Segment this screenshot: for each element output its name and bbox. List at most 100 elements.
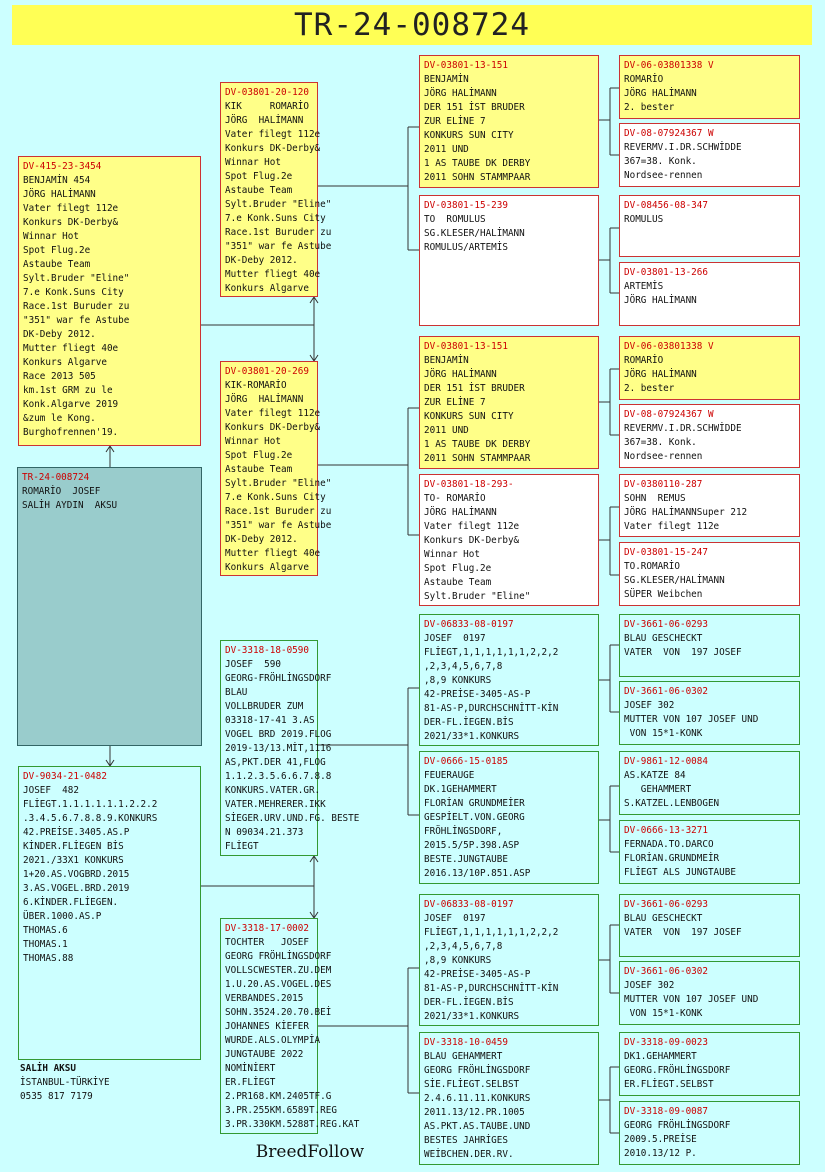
card-line: JÖRG HALİMANN bbox=[624, 369, 697, 380]
card-line: 3.PR.255KM.6589T.REG bbox=[225, 1105, 337, 1116]
card-line: ,2,3,4,5,6,7,8 bbox=[424, 661, 503, 672]
card-line: 1 AS TAUBE DK DERBY bbox=[424, 158, 531, 169]
card-line: Spot Flug.2e bbox=[225, 171, 293, 182]
card-line: 42-PREİSE-3405-AS-P bbox=[424, 969, 531, 980]
card-line: ,8,9 KONKURS bbox=[424, 675, 492, 686]
card-line: BLAU GEHAMMERT bbox=[424, 1051, 503, 1062]
card-line: VATER.MEHRERER.IKK bbox=[225, 799, 326, 810]
owner-name: SALİH AKSU bbox=[20, 1063, 76, 1074]
card-line: 2021./33X1 KONKURS bbox=[23, 855, 124, 866]
ring-id: DV-3318-09-0023 bbox=[624, 1037, 708, 1048]
card-line: KONKURS.VATER.GR. bbox=[225, 785, 321, 796]
card-line: Spot Flug.2e bbox=[424, 563, 492, 574]
card-line: JOSEF 482 bbox=[23, 785, 79, 796]
card-line: VERBANDES.2015 bbox=[225, 993, 304, 1004]
card-line: Vater filegt 112e bbox=[225, 129, 321, 140]
card-line: Mutter fliegt 40e bbox=[23, 343, 119, 354]
card-line: ER.FLİEGT.SELBST bbox=[624, 1079, 714, 1090]
card-line: FLİEGT,1,1,1,1,1,1,2,2,2 bbox=[424, 927, 559, 938]
card-line: 7.e Konk.Suns City bbox=[23, 287, 124, 298]
card-line: N 09034.21.373 bbox=[225, 827, 304, 838]
card-line: Astaube Team bbox=[225, 464, 293, 475]
card-line: THOMAS.1 bbox=[23, 939, 68, 950]
ring-id: DV-3318-10-0459 bbox=[424, 1037, 508, 1048]
card-line: JOHANNES KİEFER bbox=[225, 1021, 309, 1032]
ring-id: DV-08456-08-347 bbox=[624, 200, 708, 211]
card-line: Winnar Hot bbox=[23, 231, 79, 242]
card-line: Konk.Algarve 2019 bbox=[23, 399, 119, 410]
card-line: Konkurs DK-Derby& bbox=[225, 143, 321, 154]
subject-card[interactable]: TR-24-008724 ROMARİO JOSEF SALİH AYDIN A… bbox=[17, 467, 202, 746]
card-line: Astaube Team bbox=[225, 185, 293, 196]
card-line: Konkurs Algarve bbox=[23, 357, 107, 368]
card-line: Nordsee-rennen bbox=[624, 451, 703, 462]
footer-brand: BreedFollow bbox=[255, 1142, 365, 1162]
card-line: Race.1st Buruder zu bbox=[225, 506, 332, 517]
card-line: BENJAMİN bbox=[424, 74, 469, 85]
card-line: Winnar Hot bbox=[424, 549, 480, 560]
pedigree-title: TR-24-008724 bbox=[12, 5, 812, 45]
card-line: Sylt.Bruder "Eline" bbox=[225, 478, 332, 489]
card-line: VOLLBRUDER ZUM bbox=[225, 701, 304, 712]
card-line: DK-Deby 2012. bbox=[23, 329, 96, 340]
card-line: Mutter fliegt 40e bbox=[225, 548, 321, 559]
card-line: REVERMV.I.DR.SCHWİDDE bbox=[624, 142, 742, 153]
card-line: ROMULUS bbox=[624, 214, 664, 225]
card-line: Astaube Team bbox=[23, 259, 91, 270]
subject-line: ROMARİO JOSEF bbox=[22, 486, 101, 497]
ring-id: DV-08-07924367 W bbox=[624, 128, 714, 139]
card-line: Spot Flug.2e bbox=[23, 245, 91, 256]
card-line: km.1st GRM zu le bbox=[23, 385, 113, 396]
card-line: DER-FL.İEGEN.BİS bbox=[424, 717, 514, 728]
card-line: AS.KATZE 84 bbox=[624, 770, 686, 781]
card-line: BENJAMİN bbox=[424, 355, 469, 366]
card-line: AS,PKT.DER 41,FLOG bbox=[225, 757, 326, 768]
card-line: VATER VON 197 JOSEF bbox=[624, 647, 742, 658]
ring-id: DV-03801-15-239 bbox=[424, 200, 508, 211]
owner-phone: 0535 817 7179 bbox=[20, 1091, 93, 1102]
ring-id: DV-3318-18-0590 bbox=[225, 645, 309, 656]
ring-id: DV-06833-08-0197 bbox=[424, 899, 514, 910]
card-line: 2.4.6.11.11.KONKURS bbox=[424, 1093, 531, 1104]
card-line: ZUR ELİNE 7 bbox=[424, 116, 486, 127]
ring-id: DV-08-07924367 W bbox=[624, 409, 714, 420]
card-line: DK.1GEHAMMERT bbox=[424, 784, 497, 795]
card-line: AS.PKT.AS.TAUBE.UND bbox=[424, 1121, 531, 1132]
card-line: 2. bester bbox=[624, 102, 675, 113]
card-line: DER 151 İST BRUDER bbox=[424, 102, 525, 113]
ring-id: DV-0380110-287 bbox=[624, 479, 703, 490]
card-line: JOSEF 590 bbox=[225, 659, 281, 670]
card-line: KIK ROMARİO bbox=[225, 101, 309, 112]
